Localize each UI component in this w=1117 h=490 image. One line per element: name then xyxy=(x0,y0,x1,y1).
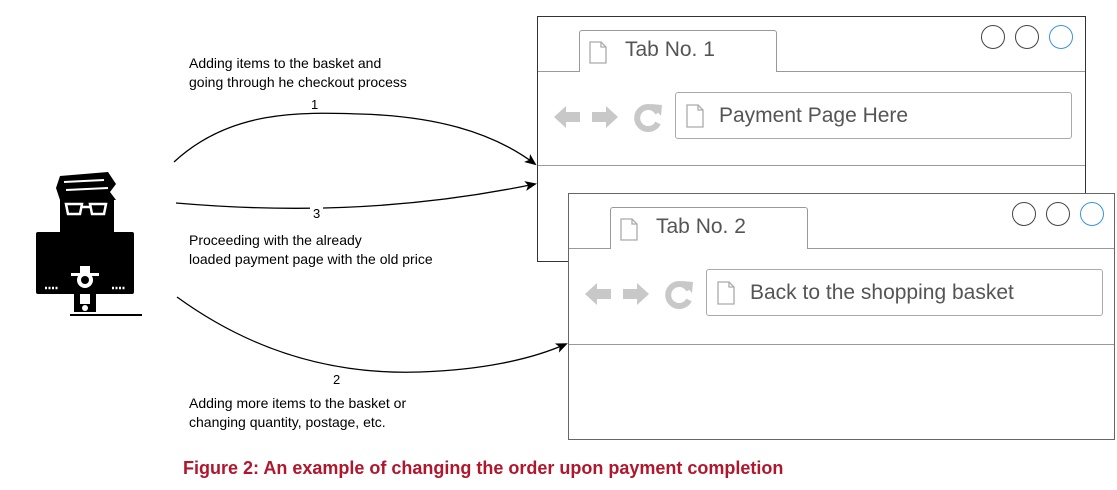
forward-arrow-icon[interactable] xyxy=(590,103,620,131)
window-control-icon[interactable] xyxy=(1046,202,1070,226)
hacker-user-icon xyxy=(36,172,142,316)
page-icon xyxy=(620,218,638,241)
step2-text-line1: Adding more items to the basket or xyxy=(189,395,407,411)
address-text-2: Back to the shopping basket xyxy=(750,281,1014,304)
window-control-icon[interactable] xyxy=(1080,202,1104,226)
step1-text-line2: going through he checkout process xyxy=(189,74,407,90)
reload-icon[interactable] xyxy=(633,101,663,133)
tab-1[interactable]: Tab No. 1 xyxy=(579,30,777,72)
page-icon xyxy=(589,41,607,64)
arrow-step-3 xyxy=(175,181,537,209)
step1-number: 1 xyxy=(308,97,322,112)
window-control-icon[interactable] xyxy=(1012,202,1036,226)
reload-icon[interactable] xyxy=(664,278,694,310)
tab-2-label: Tab No. 2 xyxy=(656,215,746,238)
forward-arrow-icon[interactable] xyxy=(621,280,651,308)
step3-text-line2: loaded payment page with the old price xyxy=(189,251,433,267)
step3-number: 3 xyxy=(310,206,324,221)
page-icon xyxy=(717,281,735,305)
figure-caption: Figure 2: An example of changing the ord… xyxy=(183,458,784,478)
window-control-icon[interactable] xyxy=(981,25,1005,49)
page-icon xyxy=(686,104,704,128)
back-arrow-icon[interactable] xyxy=(552,103,582,131)
back-arrow-icon[interactable] xyxy=(583,280,613,308)
step1-text-line1: Adding items to the basket and xyxy=(189,55,382,71)
address-bar-2[interactable]: Back to the shopping basket xyxy=(706,269,1103,316)
step2-text-line2: changing quantity, postage, etc. xyxy=(189,414,386,430)
step2-number: 2 xyxy=(330,372,344,387)
browser-window-2: Tab No. 2 Back to the shopping basket xyxy=(568,193,1115,440)
arrow-step-1 xyxy=(173,112,537,166)
tab-2[interactable]: Tab No. 2 xyxy=(610,207,808,249)
address-bar-1[interactable]: Payment Page Here xyxy=(675,92,1072,139)
step3-text-line1: Proceeding with the already xyxy=(189,232,362,248)
arrow-step-2 xyxy=(176,296,568,373)
address-text-1: Payment Page Here xyxy=(719,104,909,127)
tab-1-label: Tab No. 1 xyxy=(625,38,715,61)
window-control-icon[interactable] xyxy=(1049,25,1073,49)
window-control-icon[interactable] xyxy=(1015,25,1039,49)
